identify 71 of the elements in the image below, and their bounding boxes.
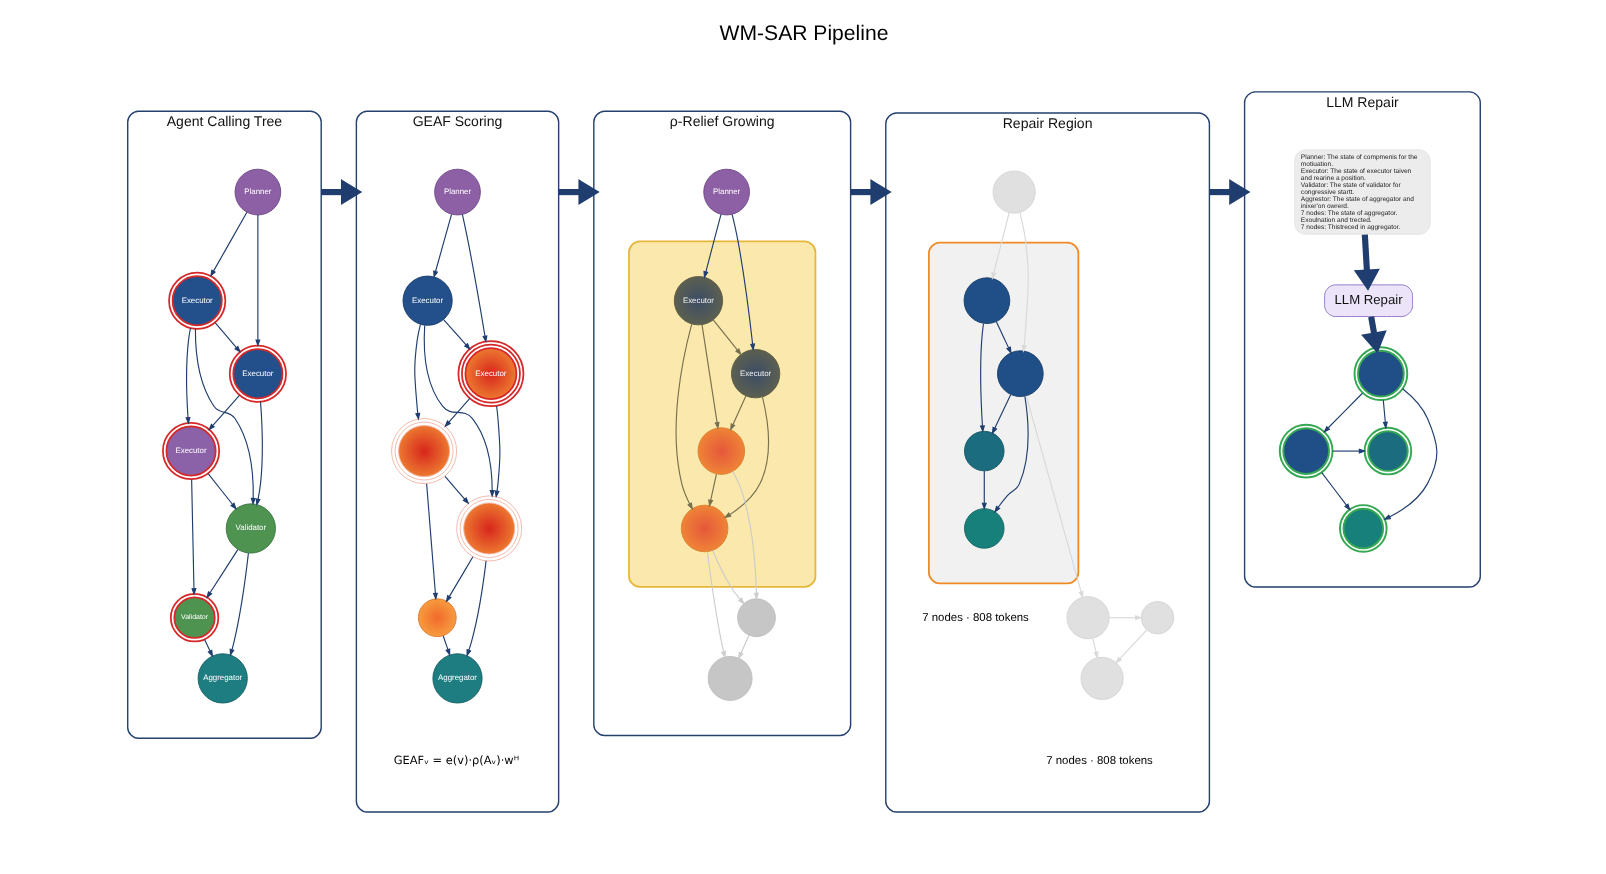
arrow	[700, 324, 719, 430]
arrow	[213, 322, 241, 354]
arrow	[557, 179, 599, 206]
arrow	[849, 179, 891, 206]
arrow	[441, 635, 450, 657]
arrow	[1107, 615, 1142, 621]
node-circle	[1139, 601, 1174, 635]
arrow	[209, 211, 247, 278]
arrow	[205, 549, 238, 599]
arrow	[992, 395, 1028, 514]
arrow	[320, 179, 362, 206]
node-circle	[1065, 596, 1109, 640]
arrow	[737, 634, 749, 660]
arrow	[413, 323, 420, 421]
arrow	[729, 395, 746, 431]
arrow	[731, 470, 759, 601]
arrow	[432, 213, 452, 279]
diagram-title: WM-SAR Pipeline	[718, 22, 888, 47]
cluster	[927, 241, 1079, 585]
cluster	[627, 240, 816, 588]
arrow	[254, 214, 260, 347]
arrow	[1352, 234, 1379, 291]
arrow	[1381, 399, 1387, 430]
arrow	[190, 479, 196, 596]
arrow	[1382, 388, 1437, 521]
arrow	[980, 470, 986, 511]
arrow	[493, 405, 500, 499]
arrow	[1322, 392, 1362, 433]
arrow	[193, 328, 255, 506]
node-circle	[963, 508, 1004, 549]
arrow	[422, 324, 494, 498]
node-circle	[416, 598, 456, 638]
node-circle	[696, 427, 745, 475]
arrow	[1208, 179, 1250, 206]
node-circle	[991, 170, 1035, 214]
arrow	[443, 397, 470, 428]
arrow	[978, 323, 985, 433]
arrow	[711, 319, 741, 356]
arrow	[1091, 637, 1098, 660]
arrow	[425, 483, 437, 601]
arrow	[1024, 395, 1083, 599]
arrow	[184, 327, 190, 425]
arrow	[443, 475, 469, 505]
arrow	[444, 556, 473, 603]
arrow	[674, 323, 693, 511]
node-circle	[962, 277, 1010, 324]
arrow	[711, 550, 744, 605]
node-circle	[706, 655, 752, 701]
arrow	[705, 551, 725, 659]
arrow	[730, 213, 755, 352]
arrow	[1360, 316, 1386, 354]
arrow	[228, 552, 248, 657]
arrow	[1114, 629, 1147, 664]
arrow	[707, 473, 716, 508]
arrow	[203, 638, 213, 658]
node-circle	[963, 430, 1004, 472]
arrow	[722, 396, 768, 519]
arrow	[442, 319, 470, 351]
arrow	[990, 212, 1009, 280]
arrow	[1331, 448, 1366, 454]
arrow	[1320, 472, 1350, 511]
arrow	[460, 214, 487, 344]
arrow	[990, 394, 1011, 435]
node-circle	[996, 350, 1043, 397]
arrow	[994, 321, 1011, 355]
arrow	[1018, 212, 1028, 353]
arrow	[254, 401, 262, 507]
arrow	[206, 473, 236, 510]
arrow	[702, 213, 721, 279]
arrow	[465, 560, 486, 657]
arrow	[207, 394, 240, 431]
